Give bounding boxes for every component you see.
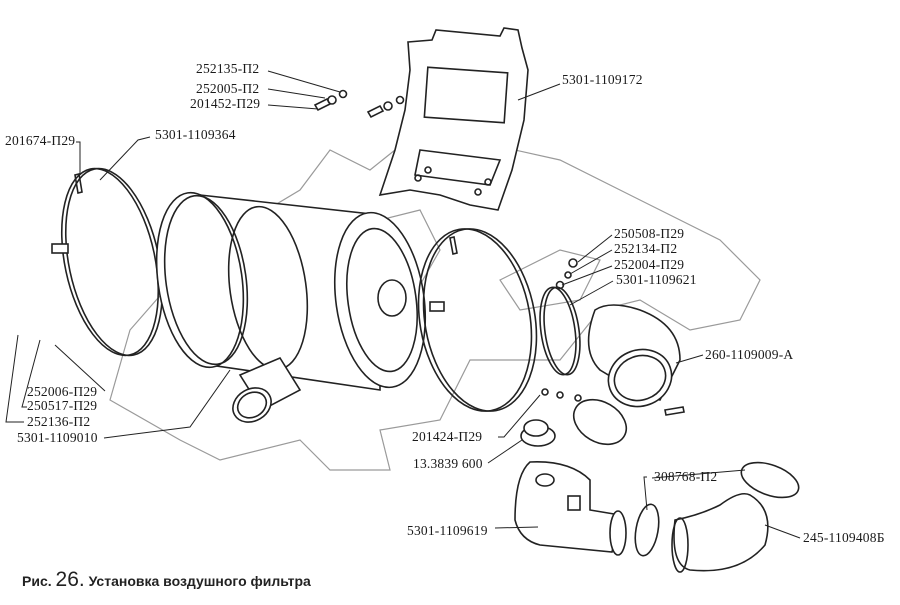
part-label: 252005-П2 bbox=[196, 81, 260, 96]
part-label: 252135-П2 bbox=[196, 61, 260, 76]
caption-title: Установка воздушного фильтра bbox=[88, 573, 311, 589]
part-label: 260-1109009-А bbox=[705, 347, 794, 362]
part-label: 250517-П29 bbox=[27, 398, 98, 413]
caption-number: 26. bbox=[55, 568, 85, 591]
part-label: 250508-П29 bbox=[614, 226, 685, 241]
fasteners-top bbox=[74, 89, 492, 255]
part-label: 201452-П29 bbox=[190, 96, 261, 111]
intake-pipe bbox=[514, 461, 627, 556]
filter-housing bbox=[155, 191, 427, 423]
elbow-hose bbox=[587, 304, 681, 408]
part-label: 5301-1109621 bbox=[616, 272, 697, 287]
clamp-small bbox=[539, 258, 581, 376]
part-label: 252136-П2 bbox=[27, 414, 91, 429]
clamp-band-right bbox=[417, 228, 538, 412]
part-label: 252004-П29 bbox=[614, 257, 685, 272]
leader-lines bbox=[5, 70, 801, 539]
part-label: 5301-1109172 bbox=[562, 72, 643, 87]
hose-clamps bbox=[634, 461, 800, 557]
restriction-indicator bbox=[520, 419, 556, 447]
bracket-part bbox=[378, 27, 529, 211]
part-label: 252006-П29 bbox=[27, 384, 98, 399]
part-label: 5301-1109619 bbox=[407, 523, 488, 538]
part-label: 5301-1109010 bbox=[17, 430, 98, 445]
part-label: 201674-П29 bbox=[5, 133, 76, 148]
figure-caption: Рис. 26. Установка воздушного фильтра bbox=[22, 568, 311, 592]
part-label: 308768-П2 bbox=[654, 469, 718, 484]
clamp-lower bbox=[541, 388, 685, 446]
part-label: 5301-1109364 bbox=[155, 127, 236, 142]
part-label: 252134-П2 bbox=[614, 241, 678, 256]
part-label: 13.3839 600 bbox=[413, 456, 483, 471]
part-label: 201424-П29 bbox=[412, 429, 483, 444]
hose-elbow bbox=[671, 492, 769, 573]
caption-prefix: Рис. bbox=[22, 573, 52, 589]
part-label: 245-1109408Б bbox=[803, 530, 885, 545]
